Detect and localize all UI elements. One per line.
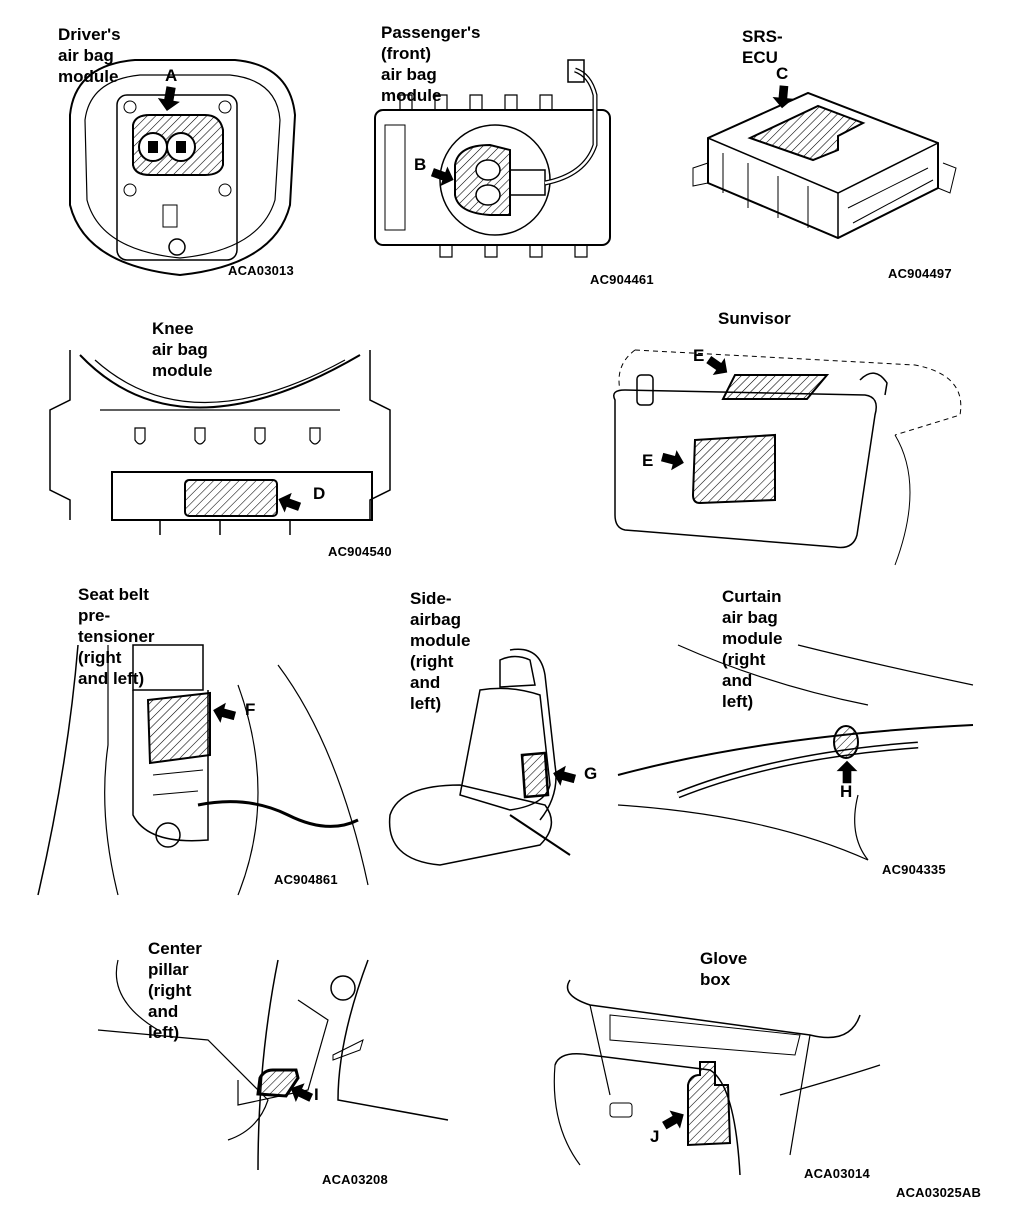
panel-title: Knee air bag module xyxy=(152,319,213,380)
callout-c: C xyxy=(776,64,789,83)
driver-airbag-drawing xyxy=(55,55,305,285)
curtain-airbag-drawing xyxy=(618,645,973,860)
figure-id: ACA03025AB xyxy=(896,1185,982,1200)
figure-code: AC904335 xyxy=(882,862,946,877)
callout-g: G xyxy=(584,764,598,783)
panel-title: Seat belt pre-tensioner (right and left) xyxy=(78,585,155,688)
panel-title: Glove box xyxy=(700,949,748,989)
panel-title: Side-airbag module (right and left) xyxy=(410,589,471,713)
callout-d: D xyxy=(313,484,326,503)
panel-title: Sunvisor xyxy=(718,309,791,328)
center-pillar-drawing xyxy=(98,960,448,1170)
panel-title: Center pillar (right and left) xyxy=(148,939,202,1042)
panel-title: Curtain air bag module (right and left) xyxy=(722,587,783,711)
callout-j: J xyxy=(650,1127,660,1146)
pretensioner-drawing xyxy=(38,645,368,895)
callout-i: I xyxy=(314,1085,319,1104)
side-airbag-drawing xyxy=(380,645,578,875)
figure-code: ACA03013 xyxy=(228,263,294,278)
figure-code: AC904540 xyxy=(328,544,392,559)
passenger-airbag-drawing xyxy=(370,55,625,270)
figure-code: AC904861 xyxy=(274,872,338,887)
panel-title: SRS-ECU xyxy=(742,27,783,67)
callout-f: F xyxy=(245,700,256,719)
figure-code: ACA03014 xyxy=(804,1166,870,1181)
callout-a: A xyxy=(165,66,178,85)
figure-code: ACA03208 xyxy=(322,1172,388,1187)
figure-code: AC904497 xyxy=(888,266,952,281)
callout-e-bottom: E xyxy=(642,451,654,470)
callout-b: B xyxy=(414,155,427,174)
knee-airbag-drawing xyxy=(40,340,400,535)
srs-ecu-drawing xyxy=(688,84,958,268)
callout-h: H xyxy=(840,782,853,801)
figure-code: AC904461 xyxy=(590,272,654,287)
glove-box-drawing xyxy=(550,975,880,1175)
sunvisor-drawing xyxy=(595,335,970,565)
callout-e-top: E xyxy=(693,346,705,365)
